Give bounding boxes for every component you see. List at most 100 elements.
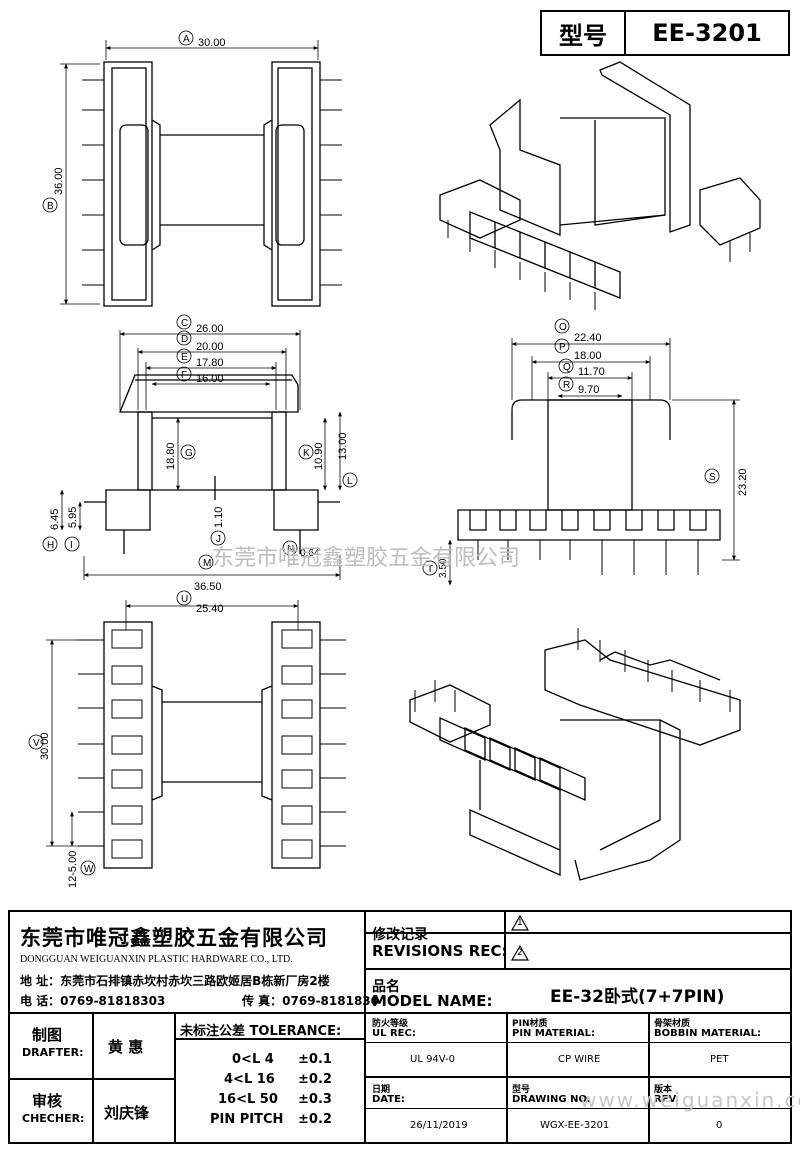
- dim-letter-d: D: [181, 334, 188, 345]
- company-name-cn: 东莞市唯冠鑫塑胶五金有限公司: [20, 926, 328, 950]
- date-label-cn: 日期: [372, 1085, 391, 1095]
- revisions-label-en: REVISIONS REC:: [372, 942, 508, 960]
- dim-letter-t: T: [427, 564, 433, 575]
- dim-e: 17.80: [196, 357, 224, 369]
- dim-v: 30.00: [39, 732, 51, 760]
- dim-k: 10.90: [313, 442, 325, 470]
- dim-letter-a: A: [183, 34, 190, 45]
- dim-letter-i: I: [70, 540, 73, 551]
- dim-f: 16.00: [196, 373, 224, 385]
- tolerance-range-1: 0<L 4: [232, 1052, 274, 1067]
- drafter-name: 黄 惠: [108, 1038, 144, 1056]
- pin-value: CP WIRE: [558, 1054, 601, 1065]
- dim-c: 26.00: [196, 323, 224, 335]
- url-watermark: www.weiguanxin.com: [580, 1088, 800, 1112]
- dim-letter-c: C: [181, 318, 188, 329]
- dim-letter-r: R: [563, 380, 570, 391]
- dim-j: 1.10: [213, 507, 225, 528]
- dim-n: 0.64: [300, 548, 320, 559]
- model-name-label-en: MODEL NAME:: [372, 992, 493, 1010]
- ul-label-en: UL REC:: [372, 1028, 416, 1039]
- dim-letter-e: E: [181, 352, 188, 363]
- checker-name: 刘庆锋: [104, 1104, 150, 1122]
- dim-letter-k: K: [303, 448, 310, 459]
- tolerance-value-3: ±0.3: [298, 1092, 332, 1107]
- tolerance-range-3: 16<L 50: [218, 1092, 278, 1107]
- dim-w: 12-5.00: [67, 851, 79, 888]
- tolerance-value-4: ±0.2: [298, 1112, 332, 1127]
- model-header: 型号 EE-3201: [540, 10, 790, 56]
- company-phone: 电 话：0769-81818303: [20, 994, 166, 1008]
- company-address: 地 址：东莞市石排镇赤坎村赤坎三路欧姬居B栋新厂房2楼: [20, 974, 330, 988]
- dim-letter-u: U: [181, 594, 188, 605]
- top-view: [60, 40, 342, 307]
- drawing-no-label-cn: 型号: [512, 1085, 531, 1095]
- dim-i: 5.95: [67, 507, 79, 528]
- ul-value: UL 94V-0: [410, 1054, 456, 1065]
- tolerance-value-2: ±0.2: [298, 1072, 332, 1087]
- technical-drawing: A 30.00 B 36.00 C 26.00 D 20.00 E 17.80 …: [28, 30, 761, 888]
- isometric-view-top: [439, 61, 761, 310]
- revisions-label-cn: 修改记录: [372, 927, 428, 943]
- dim-a: 30.00: [198, 37, 226, 49]
- dim-letter-g: G: [185, 448, 193, 459]
- dim-letter-h: H: [47, 540, 54, 551]
- revision-triangle-2: [510, 944, 530, 961]
- pin-label-en: PIN MATERIAL:: [512, 1028, 595, 1039]
- date-label-en: DATE:: [372, 1094, 405, 1105]
- drawing-no-value: WGX-EE-3201: [540, 1120, 610, 1131]
- dim-m: 36.50: [194, 581, 222, 593]
- dim-letter-o: O: [559, 322, 567, 333]
- tolerance-range-4: PIN PITCH: [210, 1112, 284, 1127]
- dim-l: 13.00: [337, 432, 349, 460]
- rev-value: 0: [716, 1120, 723, 1131]
- dim-letter-f: F: [181, 370, 187, 381]
- isometric-view-bottom: [409, 628, 741, 881]
- dim-letter-v: V: [33, 738, 40, 749]
- dim-letter-b: B: [47, 201, 54, 212]
- company-fax: 传 真：0769-8181830: [242, 994, 380, 1008]
- drawing-no-label-en: DRAWING NO.: [512, 1094, 591, 1105]
- dim-letter-w: W: [84, 864, 94, 875]
- dim-p: 18.00: [574, 350, 602, 362]
- rev-label-cn: 版本: [654, 1085, 673, 1095]
- date-value: 26/11/2019: [410, 1120, 468, 1131]
- dim-letter-m: M: [203, 558, 211, 569]
- model-label: 型号: [542, 12, 626, 54]
- dim-r: 9.70: [578, 384, 599, 396]
- dim-letter-q: Q: [563, 362, 571, 373]
- dim-b: 36.00: [53, 167, 65, 195]
- tolerance-value-1: ±0.1: [298, 1052, 332, 1067]
- bobbin-label-en: BOBBIN MATERIAL:: [654, 1028, 762, 1039]
- bottom-view: [46, 600, 346, 869]
- dim-d: 20.00: [196, 341, 224, 353]
- dim-letter-j: J: [216, 534, 221, 545]
- bobbin-label-cn: 骨架材质: [654, 1019, 691, 1029]
- dim-letter-p: P: [559, 342, 566, 353]
- dim-o: 22.40: [574, 332, 602, 344]
- bobbin-value: PET: [710, 1054, 729, 1065]
- revision-triangle-1: [510, 914, 530, 931]
- company-name-en: DONGGUAN WEIGUANXIN PLASTIC HARDWARE CO.…: [20, 954, 293, 965]
- checker-label-en: CHECHER:: [22, 1112, 85, 1125]
- rev-label-en: REV.: [654, 1094, 679, 1105]
- tolerance-title: 未标注公差 TOLERANCE:: [180, 1024, 342, 1039]
- dim-letter-n: N: [287, 544, 294, 555]
- model-value: EE-3201: [652, 19, 762, 47]
- title-block: 东莞市唯冠鑫塑胶五金有限公司 DONGGUAN WEIGUANXIN PLAST…: [8, 910, 792, 1144]
- revision-mark-1: 1: [517, 918, 523, 928]
- dim-t: 3.50: [438, 558, 449, 578]
- drafter-label-cn: 制图: [32, 1026, 63, 1044]
- dim-h: 6.45: [49, 509, 61, 530]
- company-watermark: 东莞市唯冠鑫塑胶五金有限公司: [212, 546, 521, 571]
- ul-label-cn: 防火等级: [372, 1019, 409, 1029]
- dim-q: 11.70: [578, 366, 605, 378]
- dim-u: 25.40: [196, 603, 224, 615]
- drafter-label-en: DRAFTER:: [22, 1046, 84, 1059]
- dim-g: 18.80: [165, 442, 177, 470]
- dim-s: 23.20: [737, 468, 749, 496]
- tolerance-range-2: 4<L 16: [224, 1072, 275, 1087]
- model-name-value: EE-32卧式(7+7PIN): [550, 987, 725, 1007]
- front-view: [60, 330, 342, 580]
- checker-label-cn: 审核: [32, 1092, 63, 1110]
